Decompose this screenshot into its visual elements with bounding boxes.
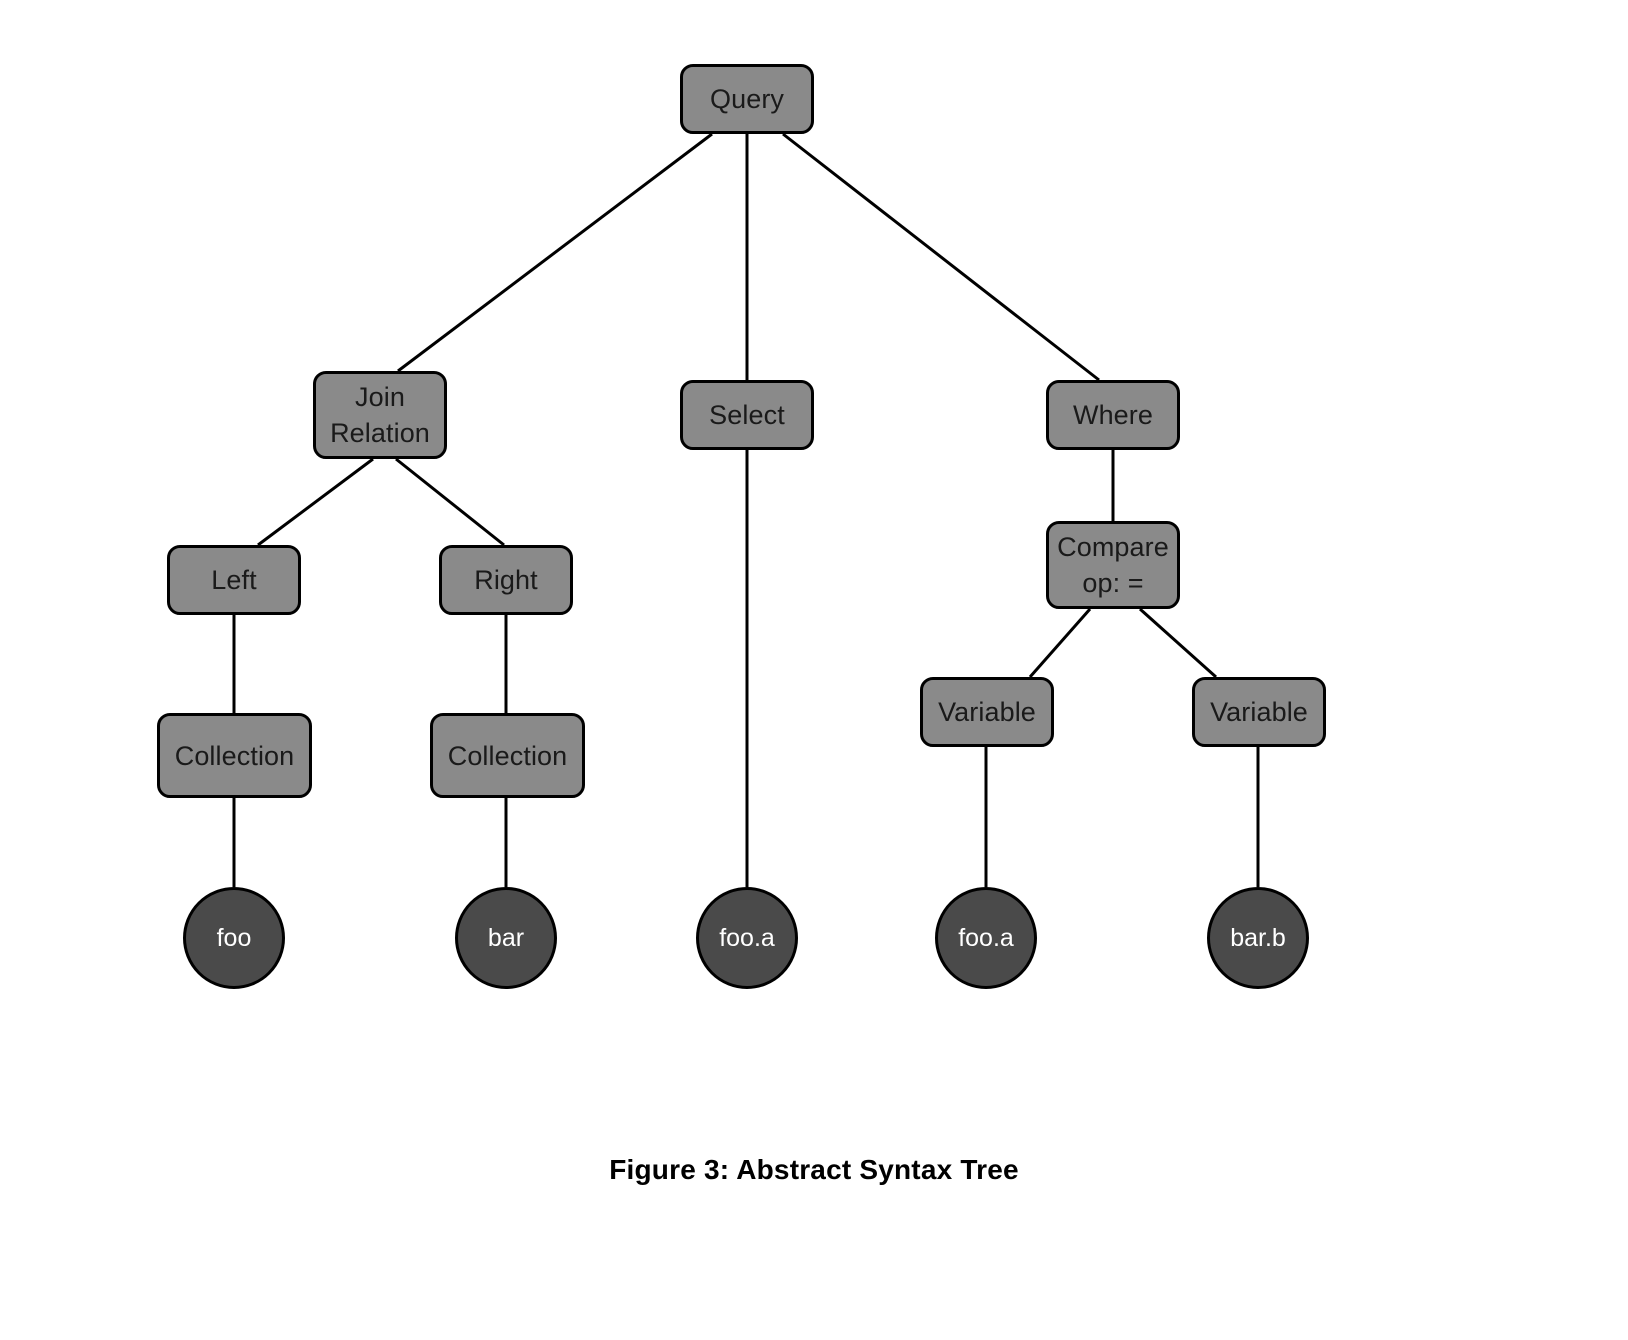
tree-leaf-leaf-fooa-var[interactable]: foo.a — [935, 887, 1037, 989]
tree-edge-join-to-right — [395, 457, 505, 547]
tree-node-label: bar — [487, 924, 525, 952]
tree-node-label: Join — [355, 382, 405, 412]
tree-node-label: Variable — [938, 697, 1036, 727]
tree-node-collection2[interactable]: Collection — [430, 713, 585, 798]
tree-node-label: Right — [474, 565, 538, 595]
tree-node-left[interactable]: Left — [167, 545, 301, 615]
tree-node-label: foo.a — [958, 924, 1014, 952]
tree-node-compare[interactable]: Compare op: = — [1046, 521, 1180, 609]
tree-edge-query-to-where — [782, 132, 1100, 382]
tree-edge-join-to-left — [257, 457, 374, 547]
tree-node-collection1[interactable]: Collection — [157, 713, 312, 798]
tree-node-label: Query — [709, 84, 785, 114]
tree-leaf-leaf-foo[interactable]: foo — [183, 887, 285, 989]
tree-node-variable2[interactable]: Variable — [1192, 677, 1326, 747]
tree-node-select[interactable]: Select — [680, 380, 814, 450]
tree-node-where[interactable]: Where — [1046, 380, 1180, 450]
tree-leaf-leaf-barb[interactable]: bar.b — [1207, 887, 1309, 989]
tree-node-variable1[interactable]: Variable — [920, 677, 1054, 747]
tree-node-label: Compare — [1057, 532, 1169, 562]
tree-node-label: bar.b — [1230, 924, 1286, 952]
tree-edge-compare-to-variable1 — [1028, 608, 1092, 678]
tree-node-label: Left — [211, 565, 257, 595]
tree-node-query[interactable]: Query — [680, 64, 814, 134]
tree-node-label: Select — [709, 400, 785, 430]
tree-edge-query-to-join — [397, 132, 713, 373]
tree-leaf-leaf-fooa-select[interactable]: foo.a — [696, 887, 798, 989]
tree-node-label: Collection — [447, 740, 568, 771]
tree-node-label: foo — [216, 924, 252, 952]
tree-node-label: Where — [1072, 400, 1154, 430]
tree-node-sublabel: Relation — [330, 418, 430, 448]
tree-node-label: Variable — [1210, 697, 1308, 727]
tree-node-sublabel: op: = — [1082, 568, 1144, 598]
tree-node-right[interactable]: Right — [439, 545, 573, 615]
tree-node-label: Collection — [174, 740, 295, 771]
tree-node-label: foo.a — [719, 924, 775, 952]
tree-leaf-leaf-bar[interactable]: bar — [455, 887, 557, 989]
figure-caption: Figure 3: Abstract Syntax Tree — [609, 1154, 1019, 1185]
tree-edge-compare-to-variable2 — [1138, 607, 1218, 679]
